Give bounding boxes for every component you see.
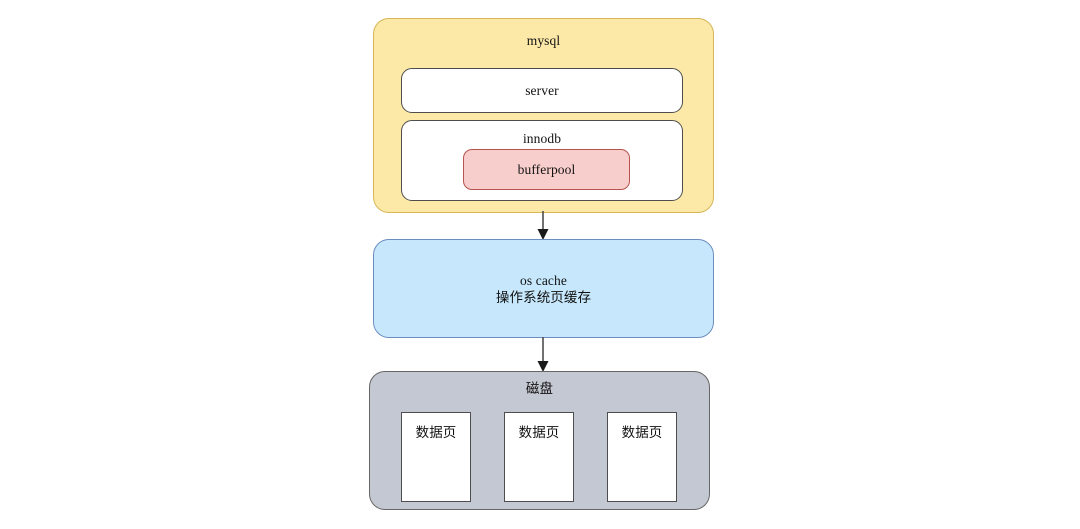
mysql-label: mysql — [526, 33, 561, 48]
arrow-mysql-to-oscache — [537, 211, 549, 240]
oscache-label-zh: 操作系统页缓存 — [495, 289, 592, 305]
data-page[interactable]: 数据页 — [401, 412, 471, 502]
data-page-label: 数据页 — [518, 425, 560, 440]
oscache-box[interactable]: os cache 操作系统页缓存 — [373, 239, 714, 338]
data-page[interactable]: 数据页 — [504, 412, 574, 502]
data-pages-row: 数据页 数据页 数据页 — [370, 412, 709, 504]
server-box[interactable]: server — [401, 68, 683, 113]
data-page-label: 数据页 — [621, 425, 663, 440]
data-page-label: 数据页 — [415, 425, 457, 440]
bufferpool-box[interactable]: bufferpool — [463, 149, 630, 190]
innodb-label: innodb — [522, 131, 562, 146]
disk-label: 磁盘 — [525, 381, 554, 396]
server-label: server — [525, 83, 559, 98]
arrow-oscache-to-disk — [537, 337, 549, 372]
oscache-label-en: os cache — [520, 272, 567, 288]
disk-box[interactable]: 磁盘 数据页 数据页 数据页 — [369, 371, 710, 510]
bufferpool-label: bufferpool — [517, 162, 576, 177]
data-page[interactable]: 数据页 — [607, 412, 677, 502]
